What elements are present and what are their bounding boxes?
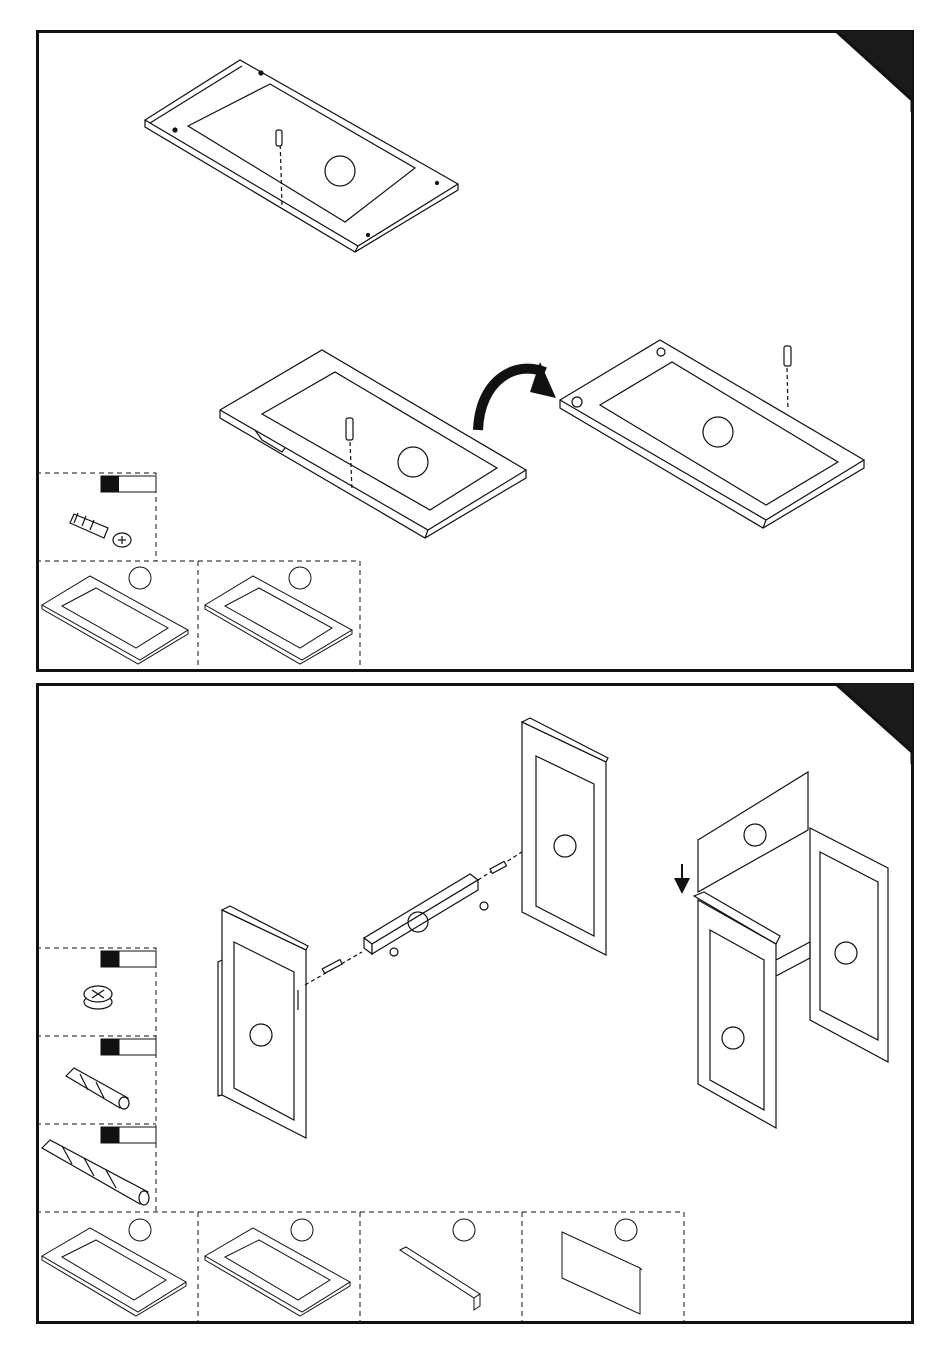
back-panel-assembly [682, 772, 888, 1128]
step-2-corner-mark [836, 684, 912, 764]
side-panel-right [522, 718, 608, 955]
bottom-panel-icon [205, 567, 352, 664]
short-dowel-icon [66, 1068, 129, 1109]
bottom-panel-right-drawing [560, 340, 864, 528]
cam-bolt-icon [70, 513, 131, 547]
side-panel-icon [42, 1219, 186, 1316]
back-board-icon [562, 1219, 642, 1314]
notched-side-panel-icon [205, 1219, 350, 1316]
top-panel-drawing [145, 60, 458, 252]
step-1-corner-mark [836, 31, 912, 112]
long-dowel-icon [42, 1140, 149, 1205]
step-1-parts-row [36, 561, 360, 668]
side-panel-left [218, 906, 308, 1138]
top-panel-icon [42, 567, 188, 664]
bottom-panel-left-drawing [220, 350, 526, 538]
cam-lock-icon [84, 986, 112, 1009]
step-2-parts-row [36, 1212, 684, 1322]
rail-icon [400, 1219, 480, 1310]
rail [305, 848, 528, 985]
step-1-hardware-box [36, 473, 156, 561]
rotate-arrow [478, 362, 556, 430]
step-2-hardware-box [36, 948, 156, 1212]
